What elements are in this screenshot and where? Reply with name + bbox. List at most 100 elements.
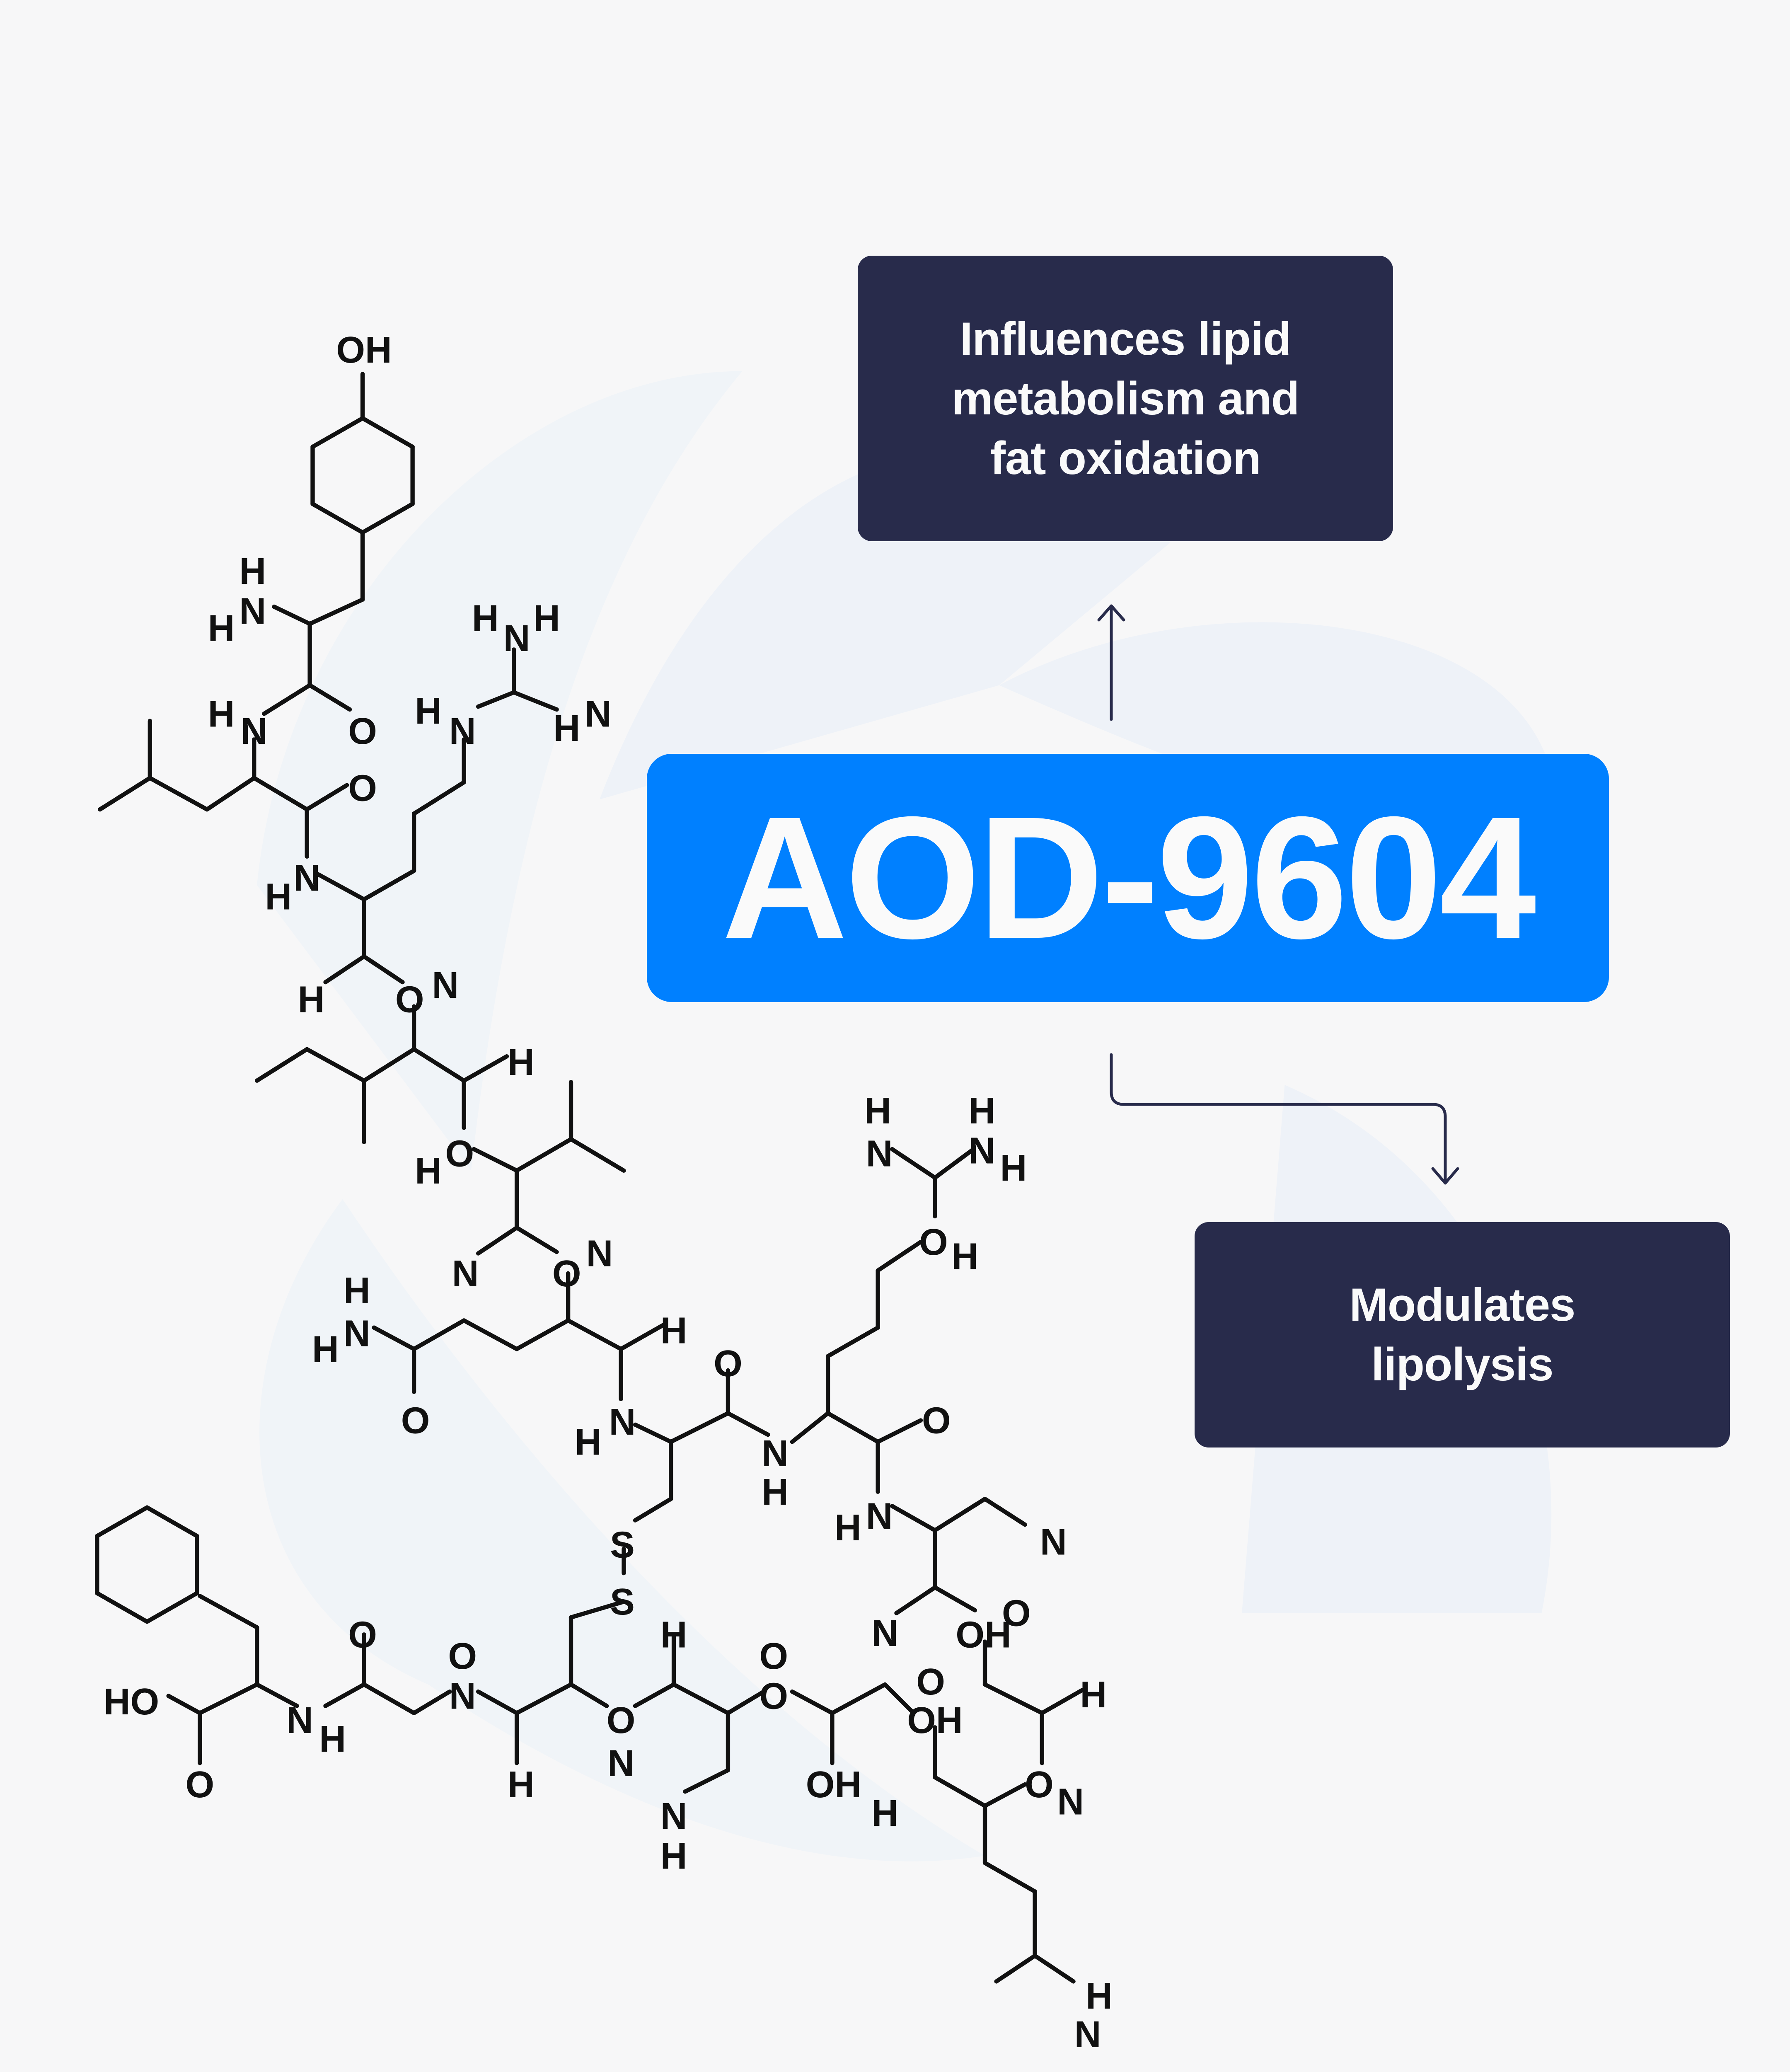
atom-label: O (448, 1635, 477, 1677)
bond-line (305, 1047, 366, 1083)
bond-line (512, 690, 559, 712)
effect-box-lipid-metabolism: Influences lipid metabolism and fat oxid… (858, 256, 1393, 541)
bond-line (254, 1047, 309, 1083)
atom-label: N (609, 1401, 636, 1443)
atom-label: N (866, 1495, 893, 1537)
bond-line (148, 776, 209, 812)
atom-label: O (348, 710, 377, 752)
atom-label: N (1057, 1781, 1084, 1822)
atom-label: N (762, 1433, 789, 1474)
bond-line (476, 1225, 519, 1256)
bond-line (323, 954, 366, 985)
atom-label: N (660, 1795, 687, 1837)
bond-line (633, 1682, 676, 1708)
atom-label: O (714, 1343, 743, 1384)
bond-line (619, 1322, 666, 1351)
atom-label: N (872, 1612, 899, 1654)
bond-line (476, 690, 516, 709)
atom-label: N (241, 710, 268, 752)
atom-label: O (1002, 1593, 1031, 1634)
bond-line (671, 1682, 731, 1715)
atom-label: N (239, 590, 266, 632)
bond-line (95, 1505, 150, 1538)
bond-line (933, 1585, 977, 1612)
atom-label: H (472, 598, 499, 639)
atom-label: O (916, 1661, 945, 1702)
bond-line (310, 501, 365, 535)
bond-line (890, 1147, 937, 1180)
bond-line (633, 1422, 673, 1444)
bond-line (566, 1318, 623, 1351)
bond-line (252, 776, 309, 812)
bond-line (362, 1682, 416, 1715)
bond-line (307, 597, 365, 626)
atom-label: N (607, 1742, 634, 1784)
bond-line (982, 1682, 1044, 1715)
atom-label: O (395, 978, 424, 1020)
atom-label: O (348, 767, 377, 809)
atom-label: H (1086, 1975, 1113, 2016)
atom-label: H (1000, 1147, 1027, 1188)
atom-label: N (866, 1133, 893, 1174)
atom-label: H (575, 1421, 602, 1462)
atom-label: O (922, 1400, 951, 1441)
atom-label: H (265, 876, 292, 917)
bond-line (411, 1318, 466, 1351)
atom-label: H (969, 1090, 996, 1131)
atom-label: H (343, 1270, 370, 1311)
bond-line (876, 1418, 923, 1444)
bond-line (262, 683, 312, 716)
atom-label: N (452, 1253, 479, 1294)
atom-label: N (1040, 1521, 1067, 1562)
bond-line (825, 1325, 880, 1358)
connector-arrows (1097, 604, 1459, 1185)
atom-label: H (872, 1792, 899, 1834)
bond-line (1033, 1953, 1076, 1984)
atom-label: H (415, 1150, 442, 1191)
atom-label: H (553, 707, 580, 749)
atom-label: N (432, 964, 459, 1006)
effect-text-line: metabolism and (951, 372, 1300, 424)
atom-label: H (208, 693, 235, 734)
atom-label: O (552, 1253, 581, 1294)
bond-line (411, 1689, 452, 1715)
bond-line (198, 1682, 259, 1715)
atom-label: O (401, 1400, 430, 1441)
bond-line (568, 1137, 626, 1173)
atom-label: N (449, 1675, 476, 1716)
bond-line (876, 1239, 923, 1273)
bond-line (568, 1599, 626, 1620)
bond-line (362, 954, 405, 985)
bond-line (205, 776, 256, 812)
bond-line (830, 1682, 888, 1715)
bond-line (362, 869, 416, 902)
atom-label: O (445, 1133, 474, 1174)
bond-line (323, 1682, 366, 1708)
arrow-to-lipolysis (1110, 1053, 1459, 1185)
atom-label: H (508, 1764, 535, 1805)
atom-label: H (298, 978, 325, 1020)
bond-line (314, 871, 366, 902)
atom-label: O (1025, 1764, 1054, 1805)
atom-label: O (759, 1675, 788, 1716)
bond-line (568, 1682, 609, 1708)
atom-label: H (208, 608, 235, 649)
bond-line (726, 1689, 766, 1715)
bond-line (95, 1591, 150, 1624)
atom-label: N (503, 617, 530, 659)
bond-line (883, 1682, 916, 1715)
atom-label: O (348, 1614, 377, 1655)
atom-label: H (508, 1041, 535, 1083)
effect-text-line: Modulates (1349, 1279, 1576, 1331)
effect-box-lipolysis: Modulates lipolysis (1195, 1222, 1730, 1447)
bond-line (633, 1496, 673, 1523)
bond-line (514, 1137, 573, 1173)
effect-text-line: lipolysis (1371, 1339, 1553, 1390)
compound-title-box: AOD-9604 (647, 754, 1609, 1002)
atom-label: S (610, 1524, 635, 1565)
atom-label: N (586, 1233, 613, 1274)
atom-label: H (660, 1310, 687, 1351)
atom-label: H (415, 690, 442, 732)
atom-label: N (1074, 2014, 1101, 2055)
